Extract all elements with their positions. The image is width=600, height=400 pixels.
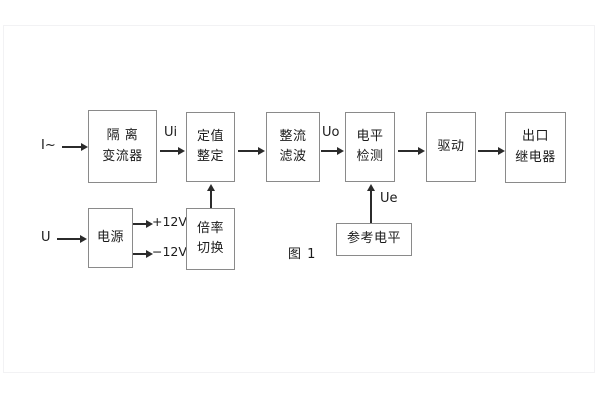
block-rectifier-filter-line-1: 整流 [279, 128, 307, 144]
figure-caption: 图 1 [288, 247, 317, 262]
block-level-detect: 电平 检测 [345, 112, 395, 182]
block-driver-line-1: 驱动 [437, 138, 465, 154]
block-reference-level: 参考电平 [336, 223, 412, 256]
block-setting: 定值 整定 [186, 112, 235, 182]
block-rectifier-filter-line-2: 滤波 [279, 149, 307, 164]
block-reference-level-line-1: 参考电平 [346, 231, 401, 247]
block-power-supply: 电源 [88, 208, 133, 268]
block-setting-line-1: 定值 [196, 128, 224, 144]
current-input-label: I~ [41, 138, 56, 153]
uo-signal-label: Uo [322, 125, 340, 140]
block-level-detect-line-2: 检测 [356, 149, 384, 164]
block-isolation-ct-line-2: 变流器 [102, 148, 143, 164]
ui-signal-label: Ui [164, 125, 178, 140]
block-level-detect-line-1: 电平 [356, 128, 384, 144]
block-ratio-switch-line-2: 切换 [196, 241, 224, 256]
block-output-relay-line-2: 继电器 [515, 149, 556, 165]
block-output-relay-line-1: 出口 [521, 129, 549, 145]
supply-negative-label: −12V [152, 244, 187, 259]
voltage-input-label: U [41, 230, 51, 245]
block-output-relay: 出口 继电器 [505, 112, 566, 183]
supply-positive-label: +12V [152, 214, 187, 229]
block-power-supply-line-1: 电源 [96, 229, 124, 245]
ue-signal-label: Ue [380, 191, 398, 206]
block-isolation-ct-line-1: 隔 离 [106, 128, 139, 144]
block-ratio-switch-line-1: 倍率 [196, 220, 224, 236]
block-isolation-ct: 隔 离 变流器 [88, 110, 157, 183]
block-ratio-switch: 倍率 切换 [186, 208, 235, 270]
block-rectifier-filter: 整流 滤波 [266, 112, 320, 182]
block-driver: 驱动 [426, 112, 476, 182]
figure-outer-frame [3, 25, 595, 373]
block-setting-line-2: 整定 [196, 149, 224, 164]
